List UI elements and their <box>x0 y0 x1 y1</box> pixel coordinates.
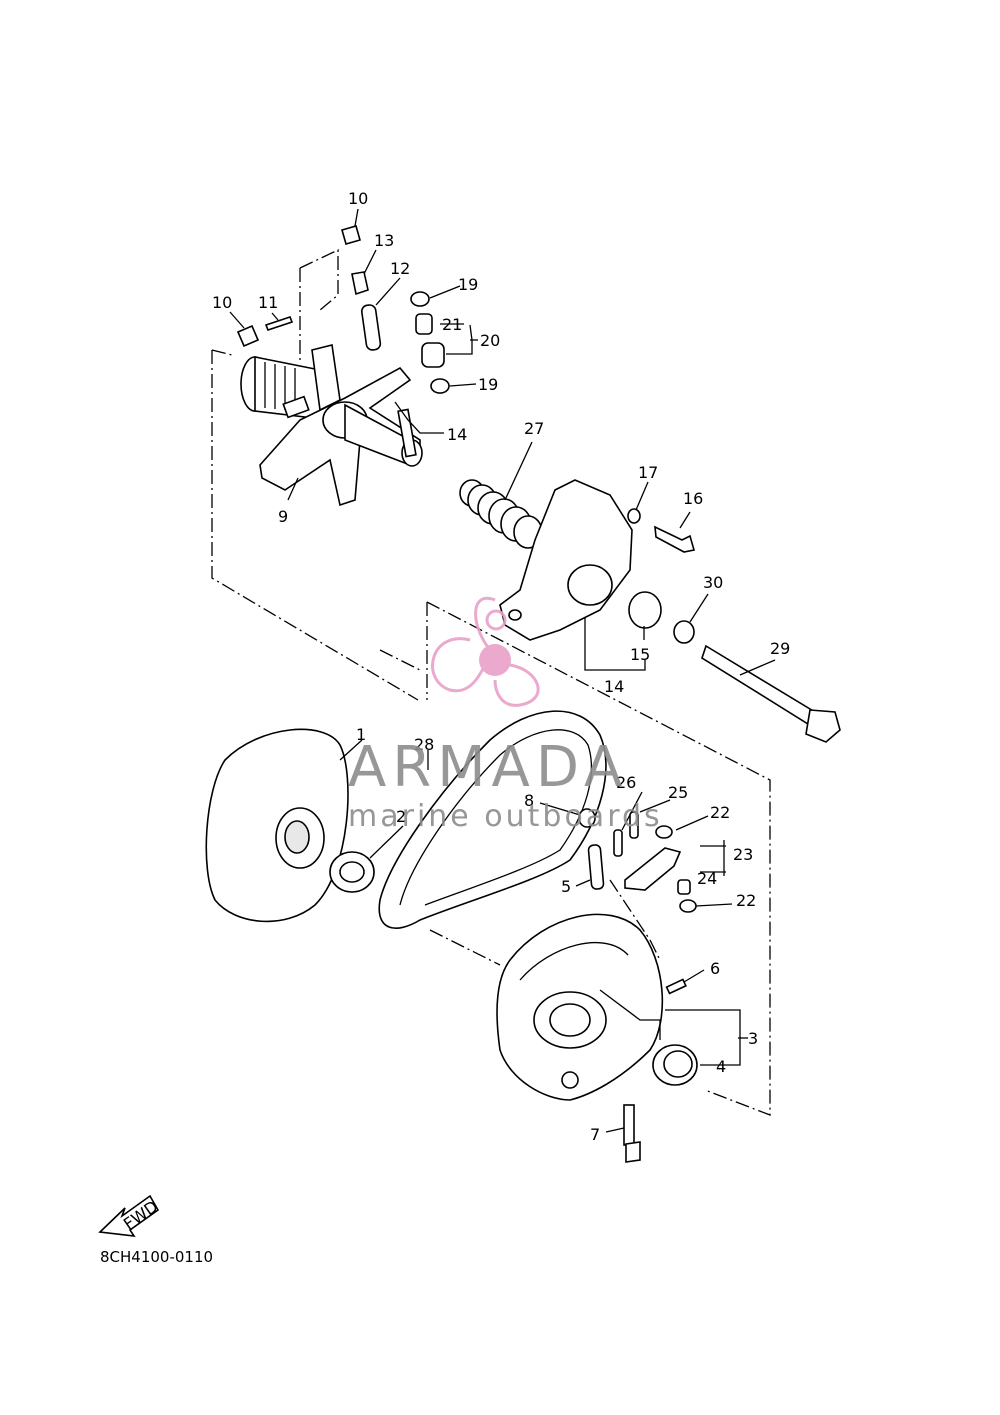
pin-11 <box>264 316 294 331</box>
propeller-logo-icon <box>431 596 540 707</box>
washer-22a <box>655 825 673 839</box>
callout: 7 <box>590 1125 600 1144</box>
callout: 9 <box>278 507 288 526</box>
sheave-assembly-3 <box>496 913 664 1101</box>
callout: 4 <box>716 1057 726 1076</box>
fixed-sheave-1 <box>205 728 349 923</box>
bolt-7 <box>623 1104 641 1163</box>
pin-12 <box>360 304 382 351</box>
collar-21 <box>415 313 433 335</box>
collar-24 <box>677 879 691 895</box>
washer-19a <box>410 291 430 307</box>
brand-name: ARMADA <box>348 735 628 800</box>
callout: 21 <box>442 315 462 334</box>
pin-25 <box>629 811 639 839</box>
callout: 3 <box>748 1029 758 1048</box>
callout: 26 <box>616 773 636 792</box>
washer-19b <box>430 378 450 394</box>
callout: 11 <box>258 293 278 312</box>
nut-14 <box>351 271 369 296</box>
fwd-arrow-icon: FWD <box>98 1194 161 1237</box>
callout: 24 <box>697 869 717 888</box>
callout: 5 <box>561 877 571 896</box>
nut-8 <box>578 808 596 828</box>
callout: 16 <box>683 489 703 508</box>
callout: 6 <box>710 959 720 978</box>
callout-labels: 10 13 10 11 12 19 21 20 19 14 9 27 17 16… <box>212 189 790 1144</box>
callout: 25 <box>668 783 688 802</box>
callout: 12 <box>390 259 410 278</box>
callout: 17 <box>638 463 658 482</box>
leader-lines <box>229 208 776 1133</box>
callout: 14 <box>447 425 467 444</box>
callout: 15 <box>630 645 650 664</box>
bushing-20 <box>421 342 445 368</box>
brand-tagline: marine outboards <box>348 799 663 834</box>
washer-30 <box>673 620 695 644</box>
callout: 19 <box>458 275 478 294</box>
washer-22b <box>679 899 697 913</box>
weight-slide-10a <box>341 225 361 245</box>
callout: 2 <box>396 807 406 826</box>
callout: 27 <box>524 419 544 438</box>
collar-2 <box>329 851 375 893</box>
drive-belt-28 <box>378 710 607 929</box>
callout: 8 <box>524 791 534 810</box>
bushing-4 <box>652 1044 698 1086</box>
bolt-13 <box>397 408 417 458</box>
callout: 23 <box>733 845 753 864</box>
washer-18 <box>627 508 641 524</box>
bushing-16 <box>628 591 662 629</box>
callout: 30 <box>703 573 723 592</box>
assembly-outline <box>211 248 771 1116</box>
armada-watermark: ARMADA marine outboards <box>348 596 663 834</box>
weight-slide-10b <box>236 324 260 348</box>
callout: 29 <box>770 639 790 658</box>
bolt-29 <box>701 644 841 743</box>
callout: 10 <box>348 189 368 208</box>
callout: 22 <box>736 891 756 910</box>
callout: 1 <box>356 725 366 744</box>
callout: 20 <box>480 331 500 350</box>
callout: 28 <box>414 735 434 754</box>
cam-cover-15 <box>499 479 633 641</box>
bolt-17 <box>654 525 696 553</box>
spring-27 <box>459 479 543 549</box>
drawing-code: 8CH4100-0110 <box>100 1248 213 1266</box>
pin-5 <box>587 844 605 890</box>
pin-26 <box>613 829 623 857</box>
screw-6 <box>665 978 687 995</box>
callout: 22 <box>710 803 730 822</box>
callout: 10 <box>212 293 232 312</box>
primary-hub-assembly <box>240 344 423 507</box>
callout: 19 <box>478 375 498 394</box>
callout: 13 <box>374 231 394 250</box>
arm-23 <box>624 847 682 891</box>
callout: 14 <box>604 677 624 696</box>
